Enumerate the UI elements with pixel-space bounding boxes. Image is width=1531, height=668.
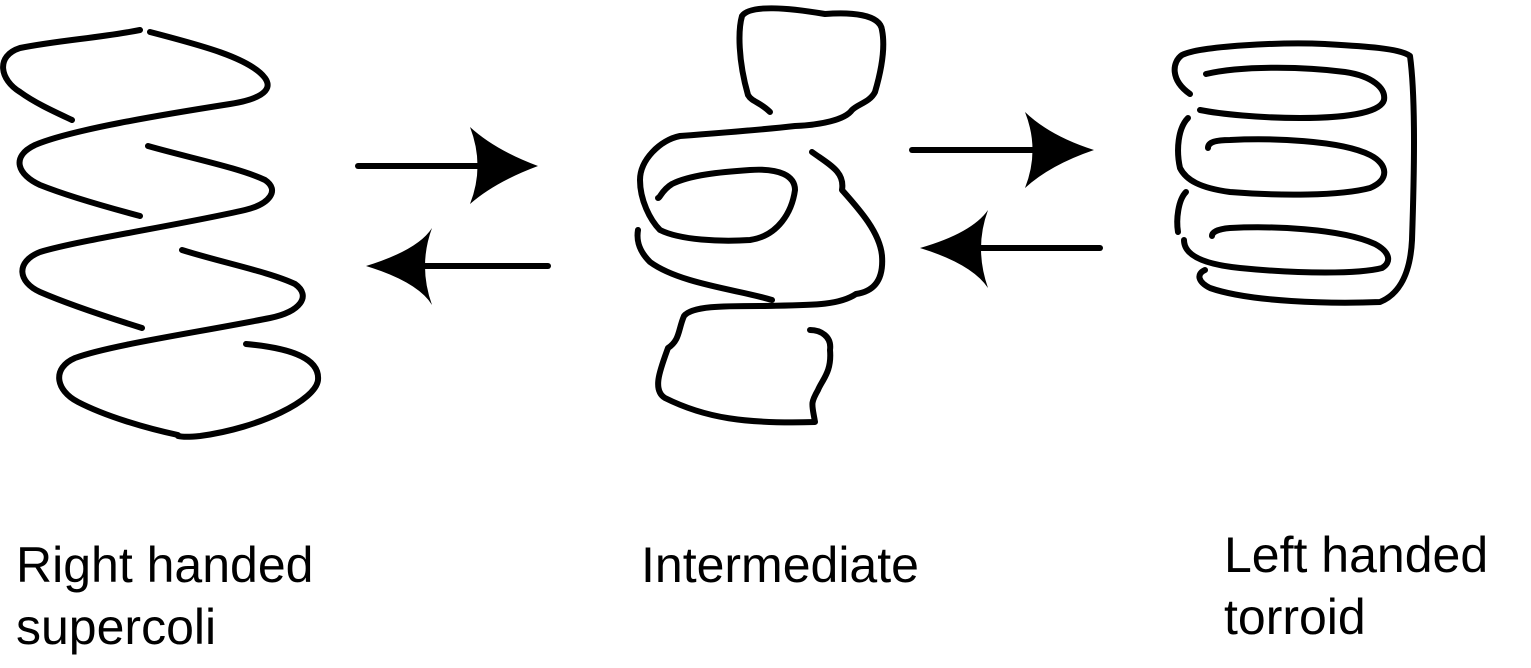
intermediate-drawing [634, 5, 887, 426]
stage-label-line: Left handed [1224, 527, 1489, 583]
stage-label-intermediate: Intermediate [641, 534, 919, 596]
right-handed-supercoil-drawing [0, 27, 322, 440]
transition-arrows-2 [909, 112, 1103, 288]
stage-label-line: supercoli [16, 599, 217, 655]
stage-label-right-handed: Right handed supercoli [16, 534, 313, 658]
stage-label-line: Right handed [16, 537, 314, 593]
transition-arrows-1 [355, 127, 551, 305]
stage-label-line: torroid [1224, 589, 1366, 645]
stage-label-left-handed: Left handed torroid [1224, 524, 1488, 648]
stage-label-line: Intermediate [641, 537, 919, 593]
left-handed-torroid-drawing [1171, 40, 1417, 306]
